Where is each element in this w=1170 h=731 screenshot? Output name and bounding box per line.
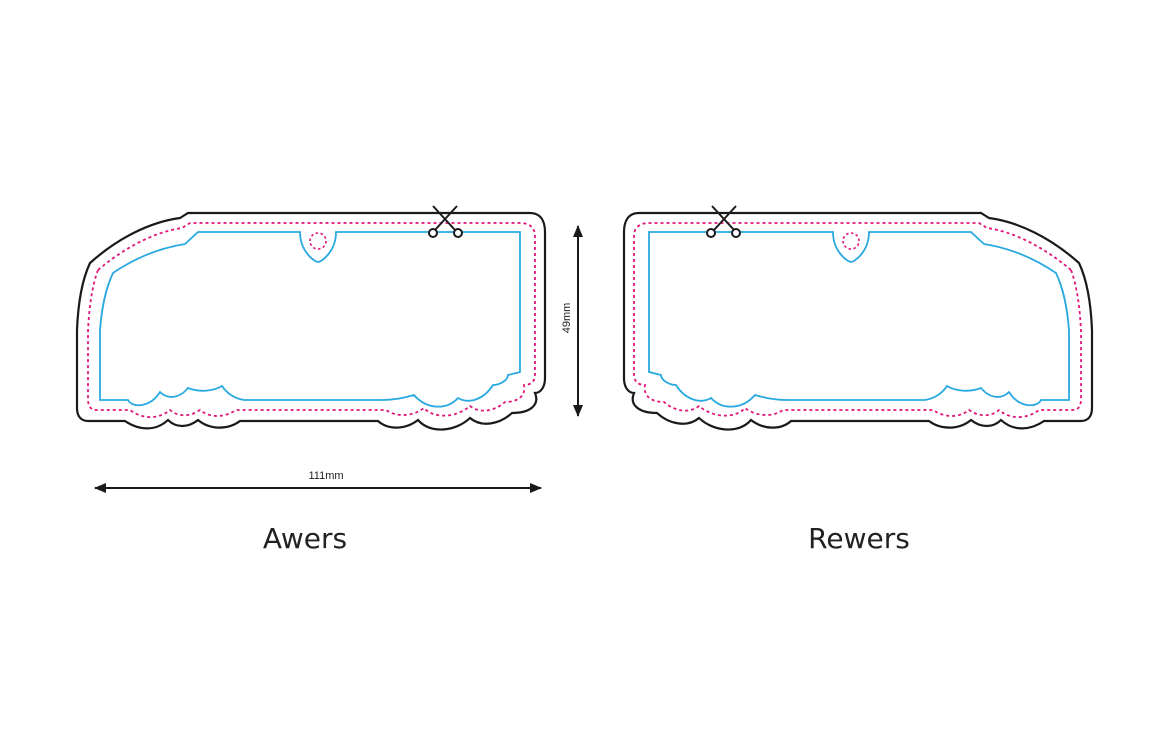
front-side-template (75, 205, 547, 431)
back-hang-hole (842, 232, 860, 250)
front-hang-hole (309, 232, 327, 250)
width-dimension-label: 111mm (308, 470, 343, 482)
front-caption: Awers (263, 522, 347, 555)
back-side-template (622, 205, 1094, 431)
back-caption: Rewers (808, 522, 910, 555)
height-dimension-label: 49mm (561, 303, 573, 334)
